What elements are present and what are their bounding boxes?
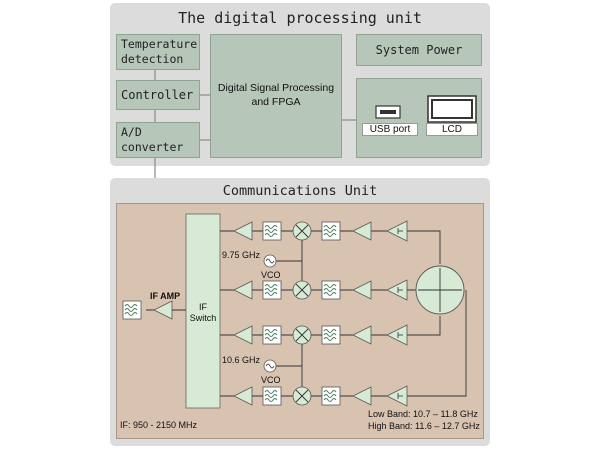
dsp-fpga-label: Digital Signal Processing and FPGA bbox=[217, 82, 335, 108]
if-switch-box bbox=[185, 213, 221, 409]
vco2-label: VCO bbox=[261, 375, 281, 385]
system-power-box: System Power bbox=[356, 34, 482, 66]
usb-port-label: USB port bbox=[362, 123, 418, 136]
lcd-label: LCD bbox=[426, 123, 478, 136]
usb-icon bbox=[375, 105, 401, 119]
digital-connectors bbox=[154, 70, 356, 182]
temperature-detection-box: Temperature detection bbox=[116, 34, 200, 70]
controller-box: Controller bbox=[116, 80, 200, 110]
lo2-frequency-label: 10.6 GHz bbox=[222, 355, 261, 365]
if-range-label: IF: 950 - 2150 MHz bbox=[120, 420, 198, 430]
system-power-label: System Power bbox=[375, 43, 463, 57]
ad-converter-label: A/D converter bbox=[121, 125, 184, 154]
temperature-detection-label: Temperature detection bbox=[121, 37, 198, 66]
if-amp-label: IF AMP bbox=[150, 291, 181, 301]
high-band-label: High Band: 11.6 – 12.7 GHz bbox=[368, 421, 480, 431]
dsp-fpga-box: Digital Signal Processing and FPGA bbox=[210, 34, 342, 158]
ad-converter-box: A/D converter bbox=[116, 122, 200, 158]
digital-unit-title: The digital processing unit bbox=[178, 9, 422, 27]
low-band-label: Low Band: 10.7 – 11.8 GHz bbox=[368, 409, 478, 419]
controller-label: Controller bbox=[121, 88, 194, 102]
lo1-frequency-label: 9.75 GHz bbox=[222, 250, 261, 260]
vco1-label: VCO bbox=[261, 270, 281, 280]
if-switch-label: IF Switch bbox=[189, 302, 217, 323]
lcd-screen-icon bbox=[427, 95, 477, 123]
comm-unit-title: Communications Unit bbox=[222, 183, 378, 199]
